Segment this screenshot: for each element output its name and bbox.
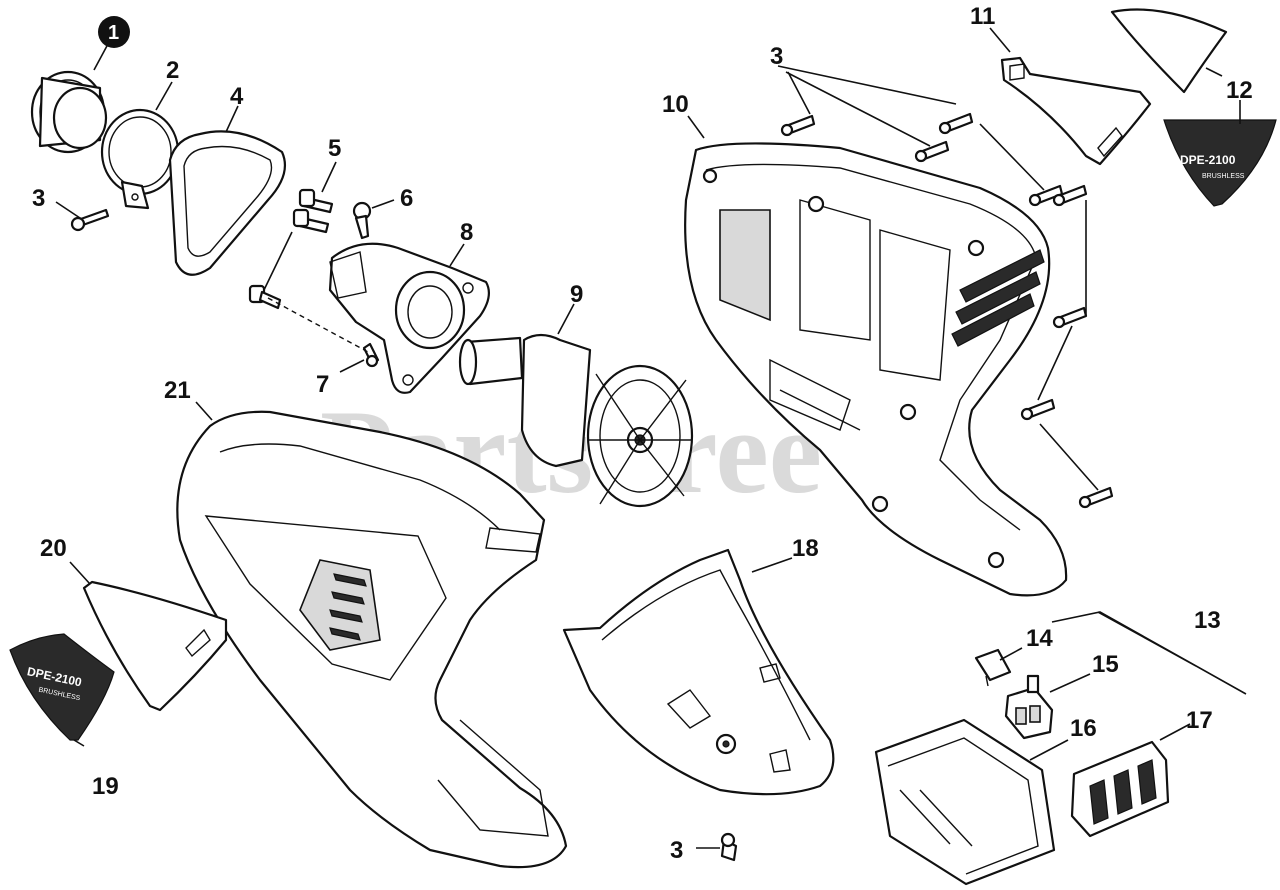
callout-4: 4 [230,83,244,110]
part-8-motor-bracket [328,242,491,394]
callout-7: 7 [316,371,329,398]
part-4-gasket [168,130,286,276]
callout-17: 17 [1186,707,1213,734]
part-14-switch [974,648,1012,687]
callout-21: 21 [164,377,191,404]
leader-lines [55,27,1247,849]
callout-9: 9 [570,281,583,308]
callout-3-left: 3 [32,185,45,212]
callout-1-circle [98,16,130,48]
callout-10: 10 [662,91,689,118]
callout-16: 16 [1070,715,1097,742]
callout-3-bottom: 3 [670,837,683,864]
callout-14: 14 [1026,625,1053,652]
part-6-screw [352,201,372,240]
part-10-housing-right [684,142,1068,597]
callout-18: 18 [792,535,819,562]
part-5-screws [292,188,334,234]
callout-6: 6 [400,185,413,212]
callout-20: 20 [40,535,67,562]
callout-19: 19 [92,773,119,800]
part-3-screws-right [720,112,1114,862]
callout-3-top: 3 [770,43,783,70]
part-12-label [1110,8,1228,94]
callout-5: 5 [328,135,341,162]
decal-dpe2100-left: DPE-2100 BRUSHLESS [9,633,115,741]
part-7-screw [362,342,380,368]
part-11-cover [1000,56,1152,166]
decal-top-subtitle: BRUSHLESS [1202,173,1245,180]
callout-15: 15 [1092,651,1119,678]
callout-11: 11 [970,3,995,30]
callout-13: 13 [1194,607,1221,634]
part-16-controller [874,718,1056,886]
callout-8: 8 [460,219,473,246]
part-20-cover [82,580,228,712]
part-17-connector [1070,740,1170,838]
part-5-screw-lower [248,284,282,310]
part-18-bottom-cover [562,548,835,796]
part-1-sleeve [30,70,108,154]
part-15-switch [1004,674,1054,740]
part-21-housing-left [176,410,568,869]
callouts: 1 2 3 4 5 6 7 8 9 10 11 12 13 14 15 16 1… [32,3,1253,864]
part-9-motor-rotor [458,333,694,508]
part-2-clamp [100,108,180,210]
callout-1: 1 [108,22,119,44]
part-3-screw-left [70,208,110,232]
decal-top-model: DPE-2100 [1180,153,1236,167]
callout-12: 12 [1226,77,1253,104]
callout-2: 2 [166,57,179,84]
decal-dpe2100-top: DPE-2100 BRUSHLESS [1163,119,1277,207]
